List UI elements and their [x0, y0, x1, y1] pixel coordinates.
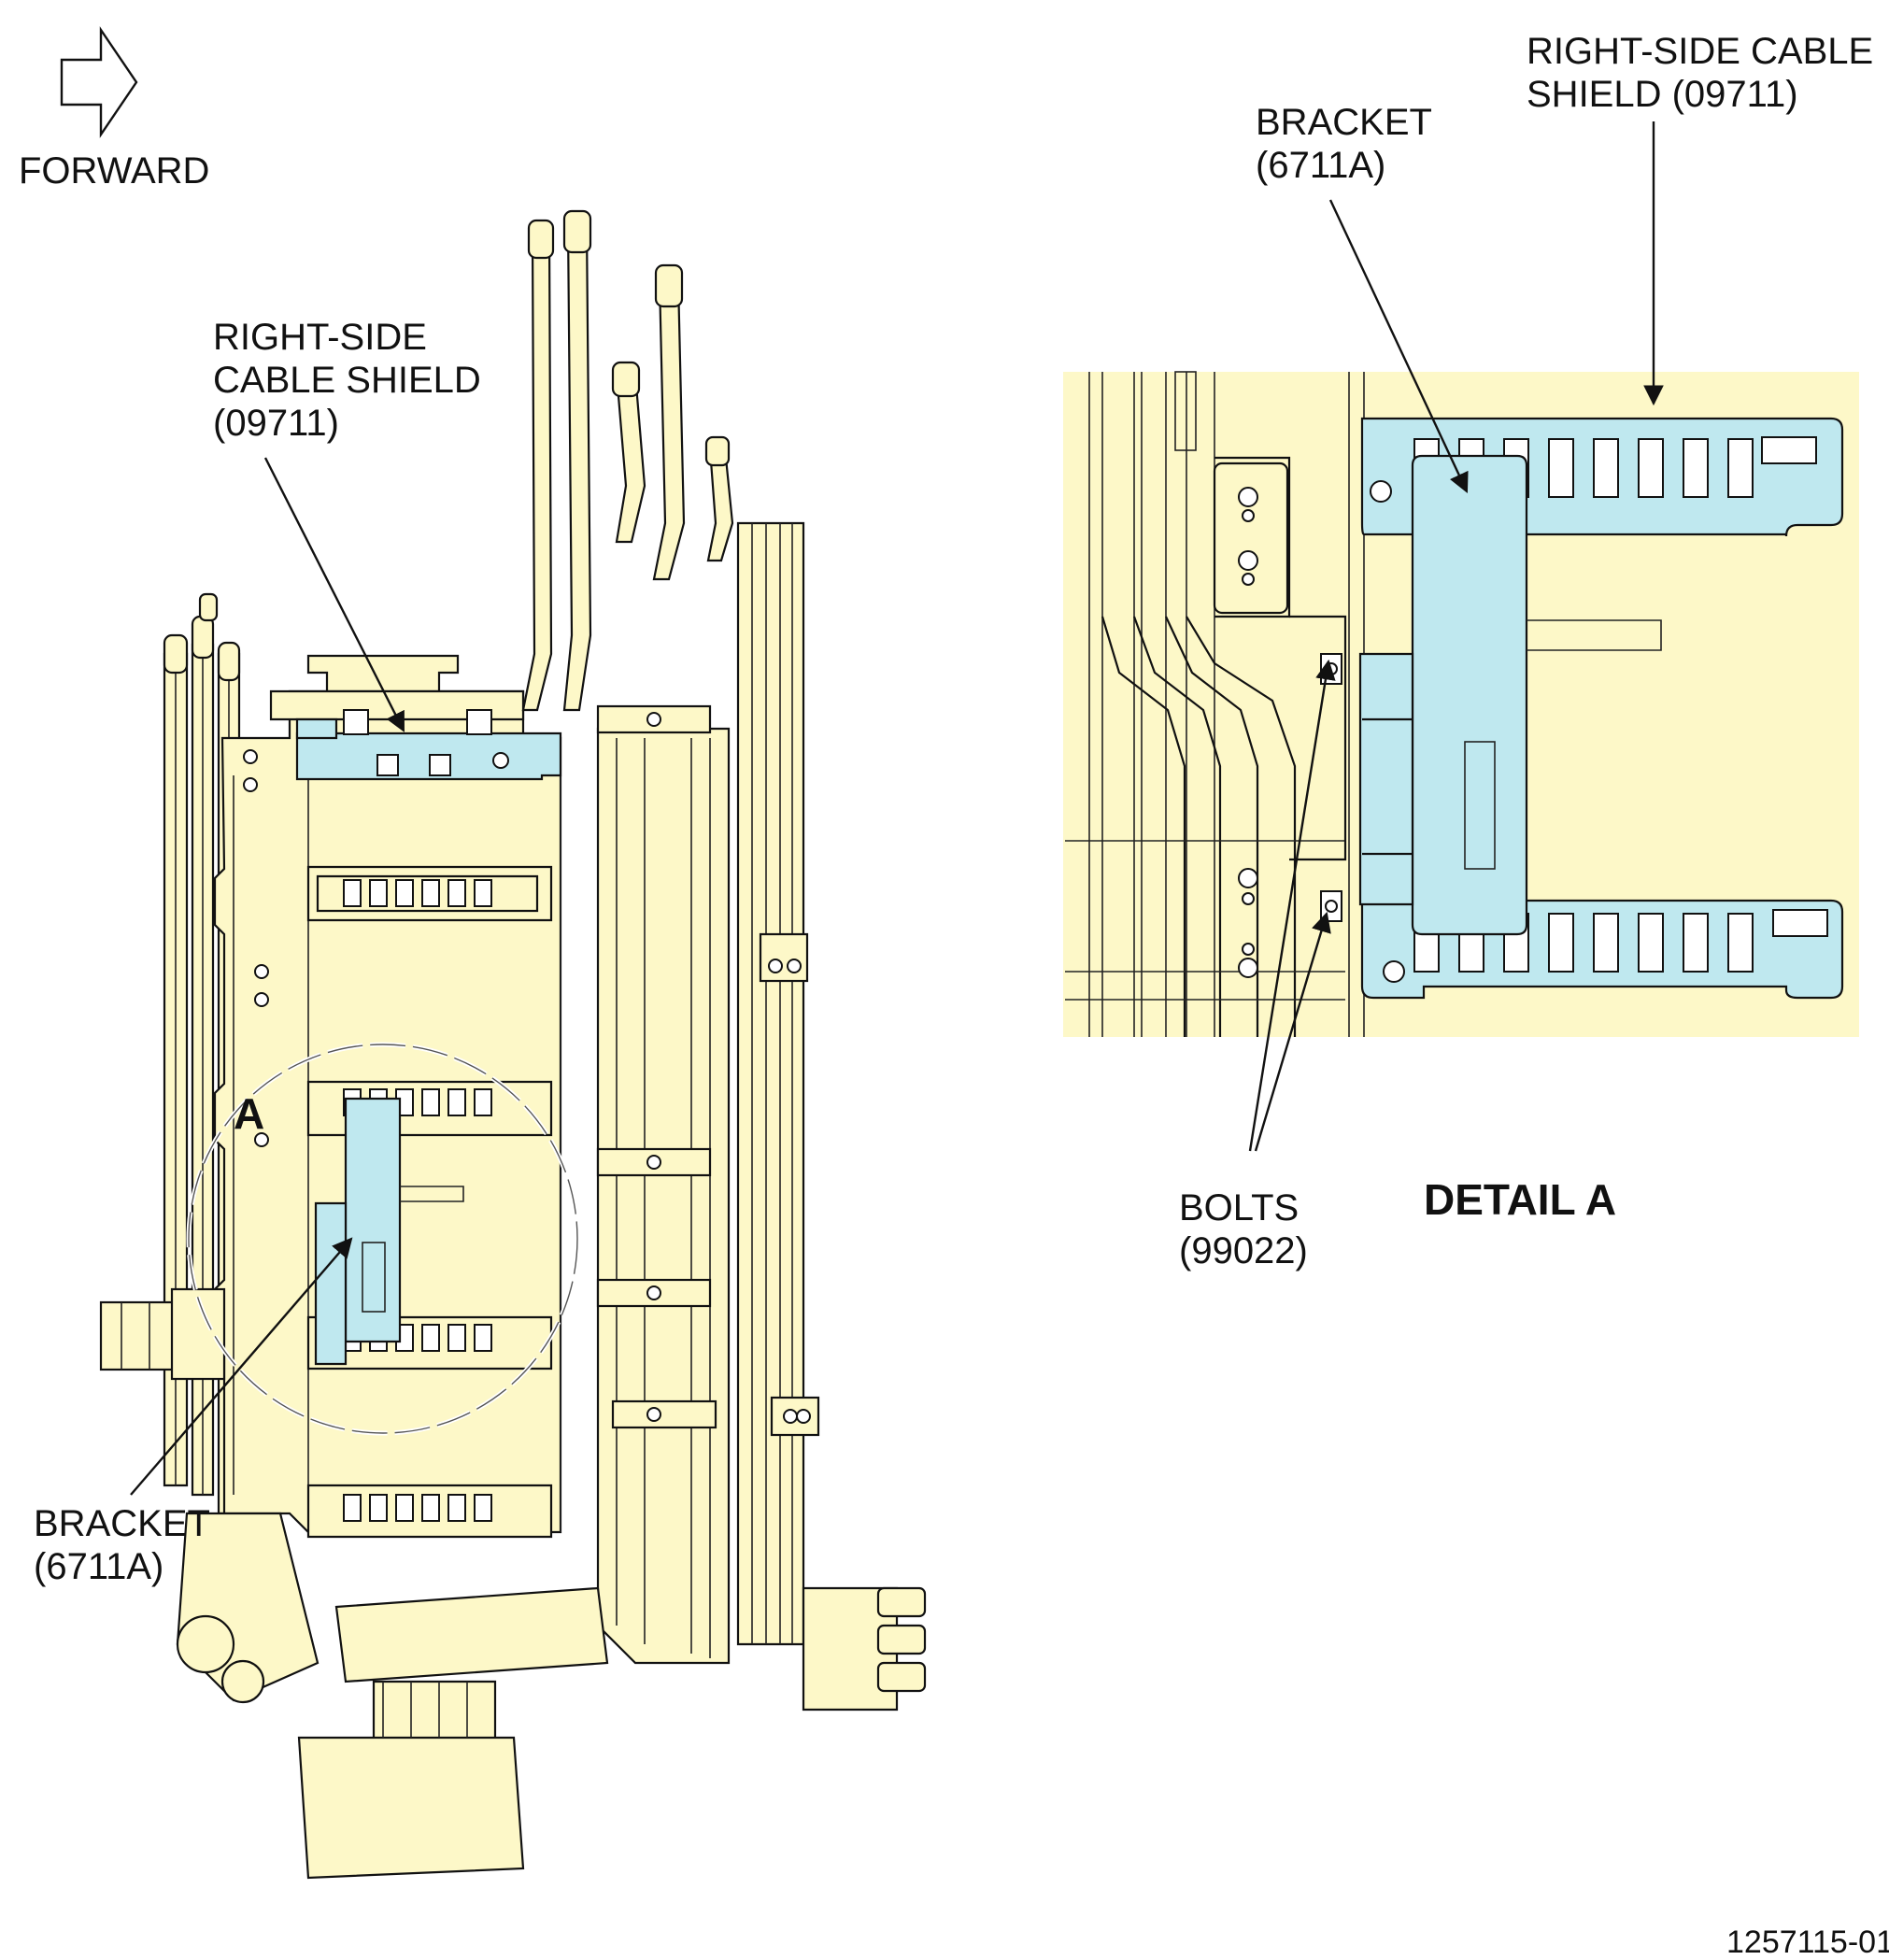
main-shield-label-3: (09711): [213, 403, 339, 444]
top-cable-clips: [343, 709, 509, 776]
detail-hoses: [1065, 371, 1365, 1037]
right-tube-bundle: [521, 209, 927, 1711]
detail-bracket-label-1: BRACKET: [1256, 102, 1432, 143]
main-shield-label-1: RIGHT-SIDE: [213, 317, 427, 358]
detail-marker: A: [234, 1089, 264, 1138]
detail-bracket-callout: BRACKET (6711A): [1256, 102, 1469, 493]
bottom-connector-block: [176, 1512, 609, 1880]
main-shield-callout: RIGHT-SIDE CABLE SHIELD (09711): [213, 317, 481, 732]
figure-id: 1257115-01: [1726, 1924, 1889, 1960]
assembly-bolts: [243, 712, 811, 1424]
main-bracket-callout: BRACKET (6711A): [34, 1237, 353, 1587]
detail-bottom-clips: [1413, 913, 1754, 973]
detail-bolts-callout: BOLTS (99022): [1179, 659, 1336, 1271]
forward-arrow-icon: [60, 26, 138, 138]
main-bracket-label-1: BRACKET: [34, 1503, 210, 1544]
detail-bolts-label-2: (99022): [1179, 1230, 1308, 1271]
detail-shield-label-2: SHIELD (09711): [1527, 74, 1798, 115]
battery-assembly: A: [99, 209, 927, 1880]
detail-a-view: [1063, 371, 1859, 1037]
main-bracket: [314, 1097, 464, 1366]
forward-label: FORWARD: [19, 150, 209, 192]
main-bracket-label-2: (6711A): [34, 1546, 163, 1587]
detail-bracket: [1358, 454, 1662, 936]
detail-bracket-label-2: (6711A): [1256, 145, 1385, 186]
detail-shield-label-1: RIGHT-SIDE CABLE: [1527, 31, 1873, 72]
main-shield-label-2: CABLE SHIELD: [213, 360, 481, 401]
detail-bolts-label-1: BOLTS: [1179, 1187, 1299, 1229]
left-connector: [99, 1287, 226, 1381]
detail-shield-callout: RIGHT-SIDE CABLE SHIELD (09711): [1527, 31, 1873, 406]
detail-title: DETAIL A: [1424, 1175, 1616, 1224]
